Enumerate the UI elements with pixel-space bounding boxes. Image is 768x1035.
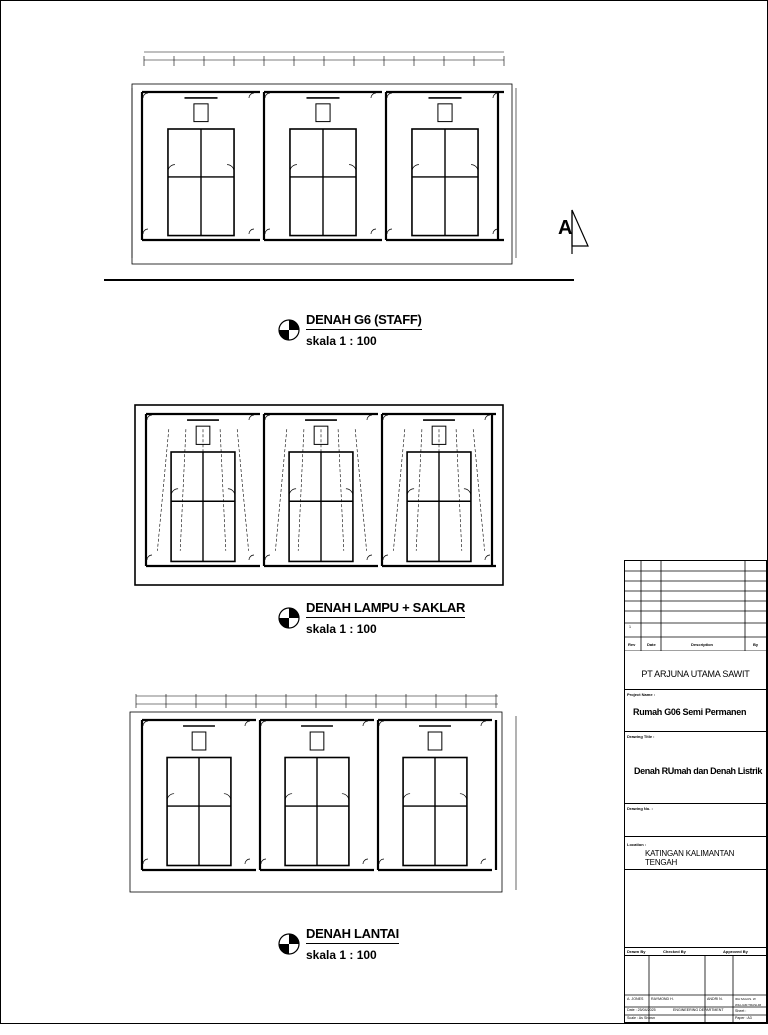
north-symbol-icon (278, 319, 300, 341)
approved-by-name: IDA SAGUS. W (735, 997, 756, 1001)
project-label: Project Name : (627, 692, 656, 697)
drawing-scale: skala 1 : 100 (306, 948, 377, 962)
revision-grid (625, 561, 766, 651)
drawing-title-value: Denah RUmah dan Denah Listrik (634, 766, 762, 776)
checked-by-name-2: ANDRI N. (707, 997, 723, 1001)
location-value: KATINGAN KALIMANTAN TENGAH (645, 849, 735, 867)
floor-plan-floor (122, 690, 522, 900)
department-value: ENGINEERING DEPARTMENT (673, 1008, 724, 1012)
drawing-scale: skala 1 : 100 (306, 622, 377, 636)
signature-grid (625, 955, 768, 1024)
section-marker-letter: A (558, 217, 572, 239)
floor-plan-staff (104, 48, 624, 288)
project-name: Rumah G06 Semi Permanen (633, 707, 747, 717)
rev-header-description: Description (691, 642, 714, 647)
north-symbol-icon (278, 933, 300, 955)
drawing-title: DENAH LAMPU + SAKLAR (306, 600, 465, 618)
checked-by-name: RAYMOND H. (651, 997, 674, 1001)
drawing-title: DENAH G6 (STAFF) (306, 312, 422, 330)
section-marker: A (558, 206, 594, 276)
drawing-no-label: Drawing No. : (627, 806, 653, 811)
sheet-label: Sheet : (735, 1009, 747, 1013)
rev-header-date: Date (647, 642, 656, 647)
title-block: 1 Rev Date Description By PT ARJUNA UTAM… (624, 560, 768, 1024)
drawing-title: DENAH LANTAI (306, 926, 399, 944)
checked-by-label: Checked By (663, 949, 686, 954)
drawing-scale: skala 1 : 100 (306, 334, 377, 348)
drawing-label-floor: DENAH LANTAI skala 1 : 100 (278, 926, 399, 962)
drawn-by-name: A. JONES (627, 997, 644, 1001)
location-label: Location : (627, 842, 647, 847)
rev-header-no: Rev (628, 642, 636, 647)
paper-value: Paper : A3 (735, 1016, 752, 1020)
drawing-title-label: Drawing Title : (627, 734, 655, 739)
floor-plan-electrical (134, 404, 504, 588)
company-name: PT ARJUNA UTAMA SAWIT (641, 669, 750, 679)
date-value: Date : 25/04/2025 (627, 1008, 656, 1012)
rev-header-by: By (753, 642, 759, 647)
approved-by-name-2: WILLIAM TRASLIM (735, 1003, 762, 1007)
drawing-label-electrical: DENAH LAMPU + SAKLAR skala 1 : 100 (278, 600, 465, 636)
drawn-by-label: Drawn By (627, 949, 646, 954)
approved-by-label: Approved By (723, 949, 748, 954)
scale-value: Scale : As Shown (627, 1016, 655, 1020)
north-symbol-icon (278, 607, 300, 629)
rev-number: 1 (629, 625, 631, 629)
drawing-label-staff: DENAH G6 (STAFF) skala 1 : 100 (278, 312, 422, 348)
